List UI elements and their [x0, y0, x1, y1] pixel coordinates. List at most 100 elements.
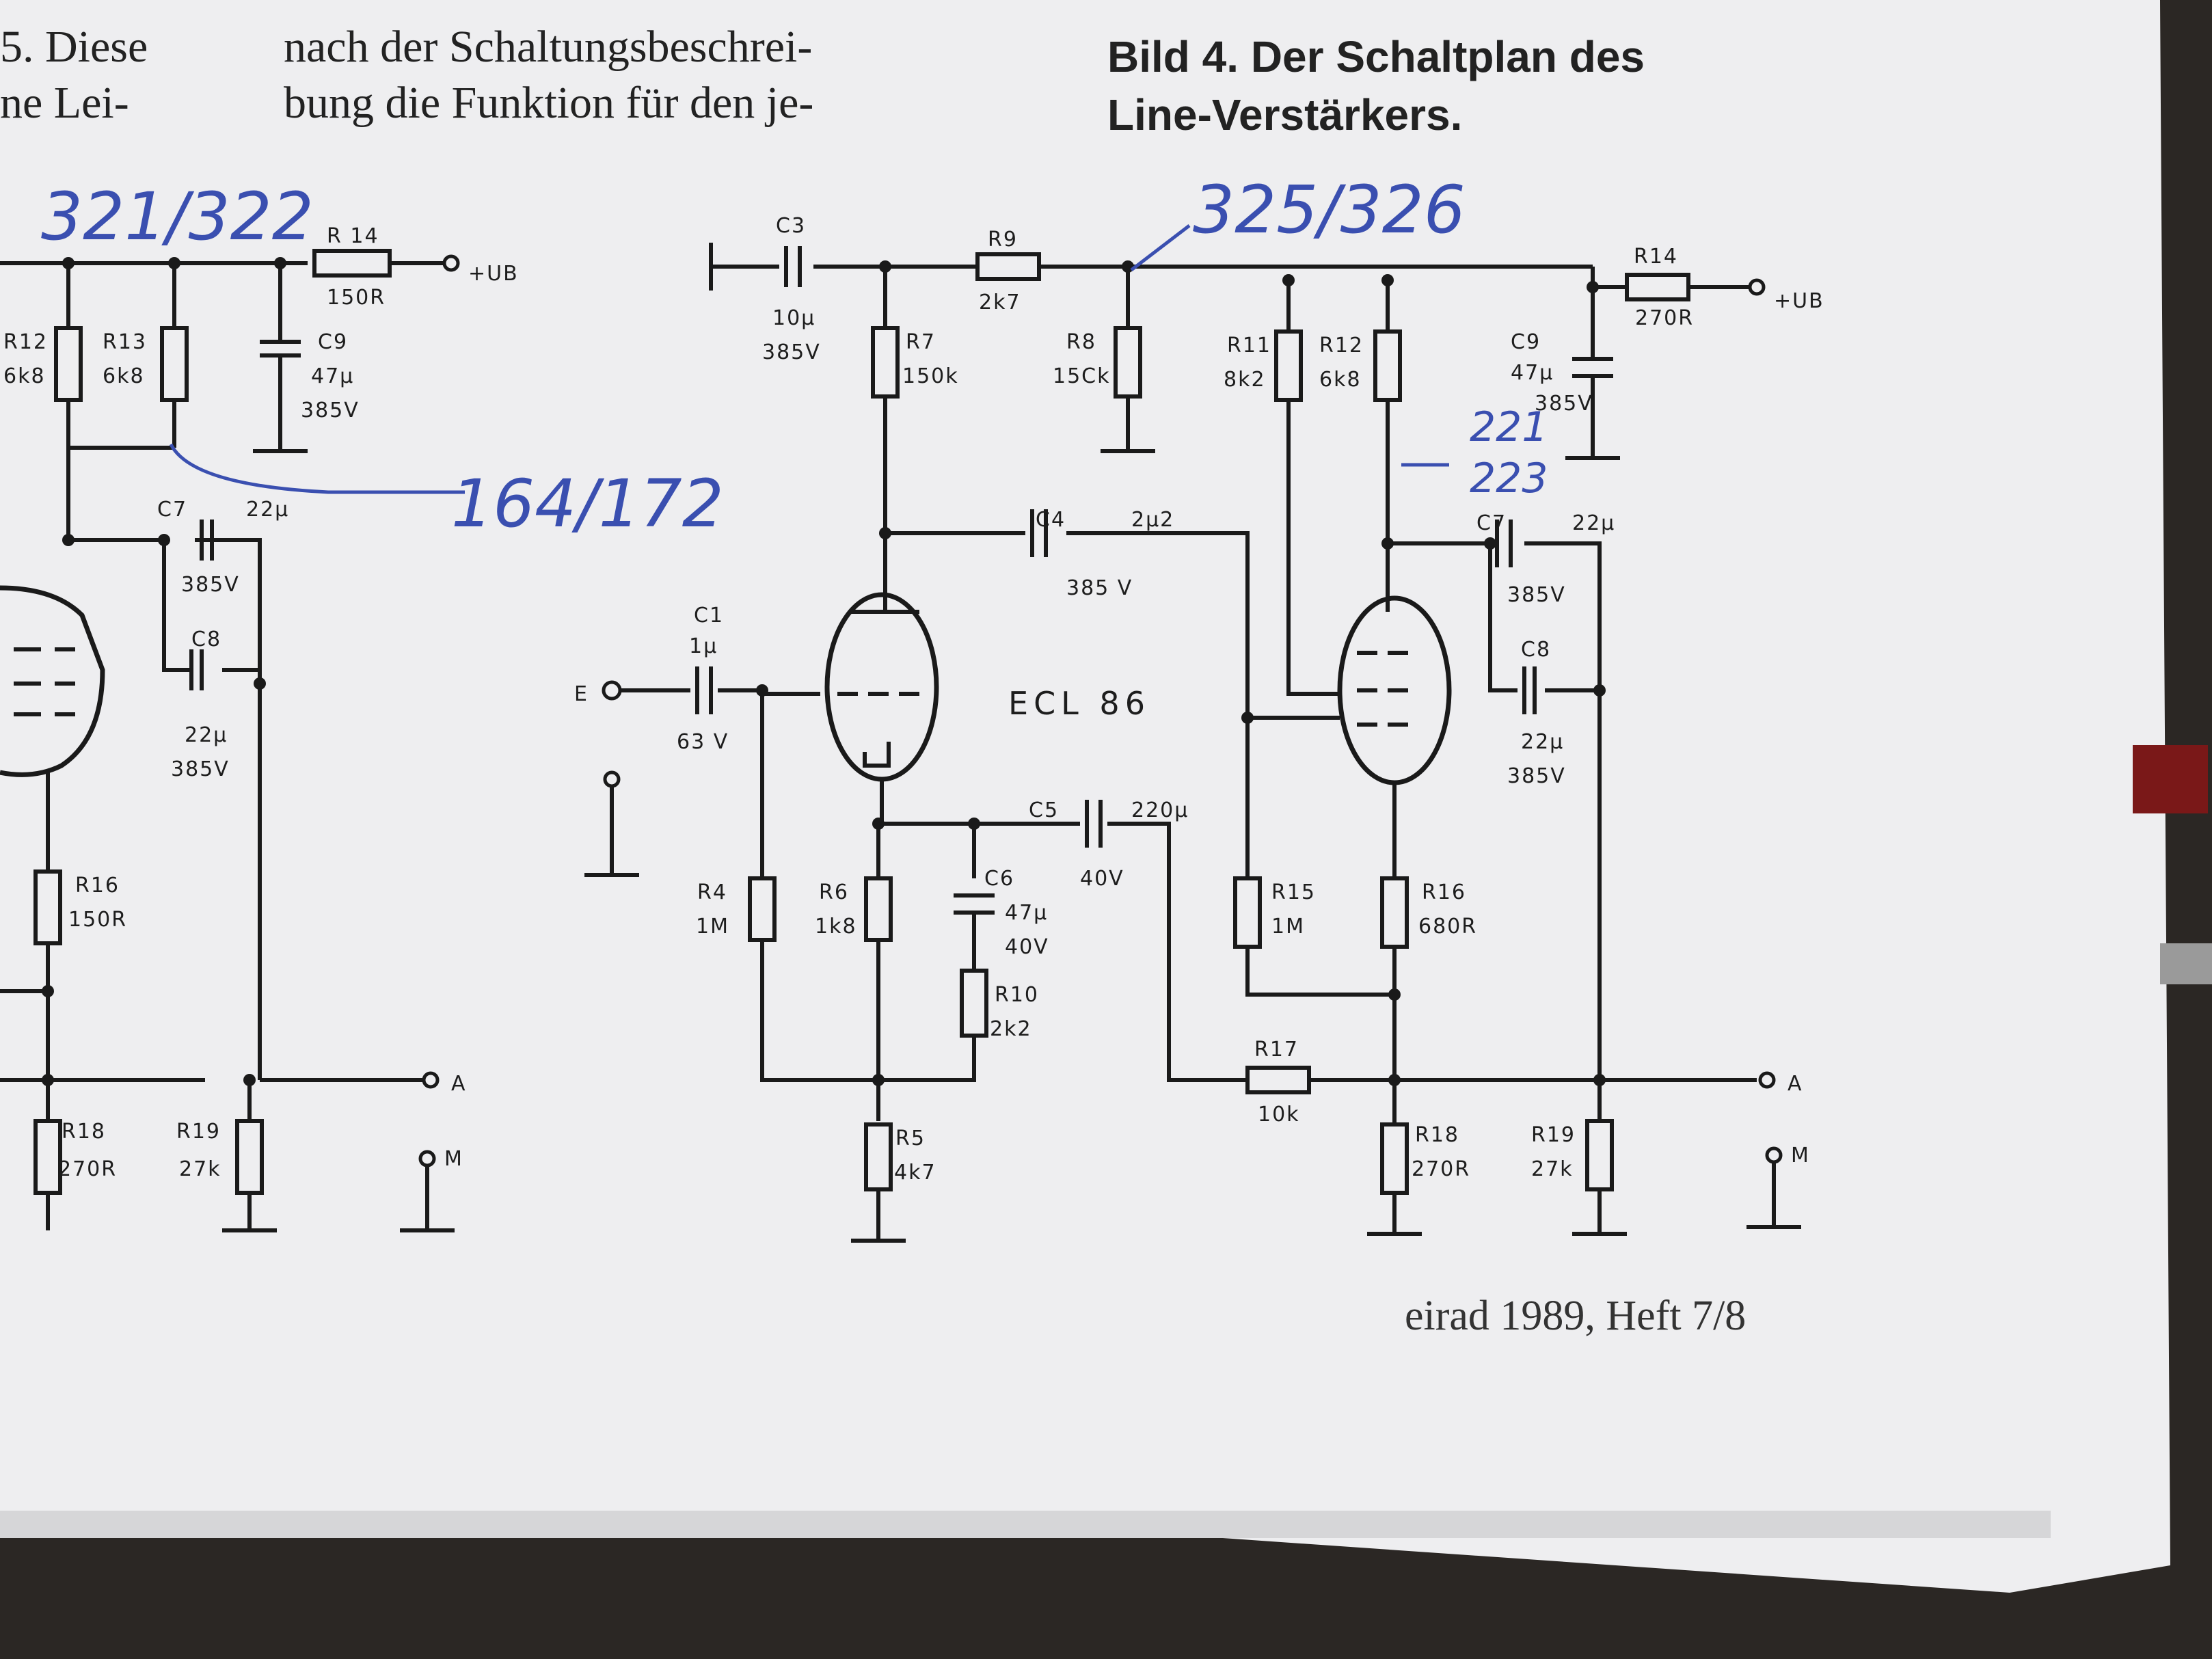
- r12-right-value: 6k8: [1319, 368, 1362, 392]
- r19-left-value: 27k: [179, 1157, 221, 1181]
- r7-name: R7: [906, 330, 936, 354]
- r4-value: 1M: [696, 915, 729, 939]
- c5-voltage: 40V: [1080, 867, 1124, 891]
- handwritten-notes: 321/322 164/172 325/326 221 223: [41, 172, 1548, 542]
- r19-left-name: R19: [176, 1120, 221, 1144]
- main-stage: C3 10µ 385V R9 2k7 R14 270R +UB R7 150k …: [574, 214, 1824, 1243]
- r8-value: 15Ck: [1053, 364, 1111, 388]
- c5-value: 220µ: [1131, 798, 1189, 822]
- c5-name: C5: [1029, 798, 1059, 822]
- c7-right-voltage: 385V: [1507, 583, 1566, 607]
- header-col2-line2: bung die Funktion für den je-: [284, 78, 813, 128]
- c3-voltage: 385V: [762, 340, 821, 364]
- header-col2-line1: nach der Schaltungsbeschrei-: [284, 22, 812, 72]
- c6-value: 47µ: [1005, 901, 1048, 925]
- c7-left-name: C7: [157, 498, 187, 522]
- c8-right-value: 22µ: [1521, 730, 1564, 754]
- r18-right-value: 270R: [1412, 1157, 1470, 1181]
- c8-left-value: 22µ: [185, 723, 228, 747]
- c7-right-name: C7: [1476, 511, 1507, 535]
- note-left-mid: 164/172: [451, 466, 724, 542]
- tube-label: ECL 86: [1008, 685, 1150, 722]
- r15-value: 1M: [1271, 915, 1305, 939]
- c8-right-name: C8: [1521, 638, 1551, 662]
- figure-caption-line2: Line-Verstärkers.: [1107, 90, 1462, 139]
- r14-left-name: R 14: [327, 224, 379, 248]
- r8-name: R8: [1066, 330, 1096, 354]
- r9-name: R9: [988, 228, 1018, 252]
- c9-right-voltage: 385V: [1535, 392, 1593, 416]
- input-label: E: [574, 682, 589, 706]
- left-stage: R 14 150R +UB R12 6k8 R13 6k8 C9 47µ 385…: [0, 224, 519, 1232]
- c4-value: 2µ2: [1131, 508, 1174, 532]
- c9-right-value: 47µ: [1511, 361, 1554, 385]
- c9-right-name: C9: [1511, 330, 1541, 354]
- c7-left-voltage: 385V: [181, 573, 240, 597]
- r5-name: R5: [895, 1127, 926, 1150]
- r11-value: 8k2: [1224, 368, 1266, 392]
- r13-left-value: 6k8: [103, 364, 145, 388]
- r12-left-name: R12: [3, 330, 48, 354]
- note-left-top: 321/322: [41, 178, 314, 255]
- c1-name: C1: [694, 604, 724, 628]
- r12-right-name: R12: [1319, 334, 1364, 358]
- r14-right-value: 270R: [1635, 306, 1694, 330]
- c9-left-name: C9: [318, 330, 348, 354]
- r6-name: R6: [819, 880, 849, 904]
- c8-left-voltage: 385V: [171, 757, 230, 781]
- figure-caption-line1: Bild 4. Der Schaltplan des: [1107, 32, 1645, 81]
- r16-left-name: R16: [75, 874, 120, 898]
- c7-right-value: 22µ: [1572, 511, 1615, 535]
- mass-left-label: M: [444, 1147, 463, 1171]
- c9-left-value: 47µ: [311, 364, 354, 388]
- note-right-top: 325/326: [1193, 172, 1466, 248]
- paper-sheet: [0, 0, 2170, 1593]
- r14-left-value: 150R: [327, 286, 386, 310]
- c7-left-value: 22µ: [246, 498, 289, 522]
- c8-right-voltage: 385V: [1507, 764, 1566, 788]
- r18-left-name: R18: [62, 1120, 106, 1144]
- footer-citation: eirad 1989, Heft 7/8: [1405, 1293, 1746, 1339]
- c6-voltage: 40V: [1005, 935, 1049, 959]
- c6-name: C6: [984, 867, 1014, 891]
- c8-left-name: C8: [191, 628, 221, 651]
- r11-name: R11: [1227, 334, 1271, 358]
- supply-left-label: +UB: [468, 262, 519, 286]
- r18-left-value: 270R: [58, 1157, 117, 1181]
- r6-value: 1k8: [815, 915, 857, 939]
- r17-value: 10k: [1258, 1103, 1300, 1127]
- c3-name: C3: [776, 214, 806, 238]
- r7-value: 150k: [902, 364, 959, 388]
- r13-left-name: R13: [103, 330, 147, 354]
- r17-name: R17: [1254, 1038, 1299, 1062]
- r19-right-value: 27k: [1531, 1157, 1574, 1181]
- left-tube-envelope: [0, 585, 105, 777]
- c1-voltage: 63 V: [677, 730, 729, 754]
- header-text: 5. Diese ne Lei- nach der Schaltungsbesc…: [0, 22, 1645, 139]
- r16-left-value: 150R: [68, 908, 127, 932]
- r5-value: 4k7: [894, 1161, 936, 1185]
- note-right-mid-a: 221: [1470, 403, 1548, 451]
- r19-right-name: R19: [1531, 1123, 1576, 1147]
- r10-name: R10: [995, 983, 1039, 1007]
- c9-left-voltage: 385V: [301, 399, 360, 422]
- header-col1-line2: ne Lei-: [0, 78, 129, 128]
- r18-right-name: R18: [1415, 1123, 1459, 1147]
- c1-value: 1µ: [689, 634, 718, 658]
- r10-value: 2k2: [990, 1017, 1032, 1041]
- c3-value: 10µ: [772, 306, 815, 330]
- output-left-label: A: [451, 1072, 467, 1096]
- r14-right-name: R14: [1634, 245, 1678, 269]
- r16-right-name: R16: [1422, 880, 1466, 904]
- c4-name: C4: [1036, 508, 1066, 532]
- r16-right-value: 680R: [1418, 915, 1477, 939]
- header-col1-line1: 5. Diese: [0, 22, 148, 72]
- note-right-mid-b: 223: [1470, 455, 1548, 502]
- mass-right-label: M: [1791, 1144, 1810, 1168]
- r9-value: 2k7: [979, 291, 1021, 314]
- c4-voltage: 385 V: [1066, 576, 1133, 600]
- r4-name: R4: [697, 880, 727, 904]
- supply-right-label: +UB: [1774, 289, 1824, 313]
- r15-name: R15: [1271, 880, 1316, 904]
